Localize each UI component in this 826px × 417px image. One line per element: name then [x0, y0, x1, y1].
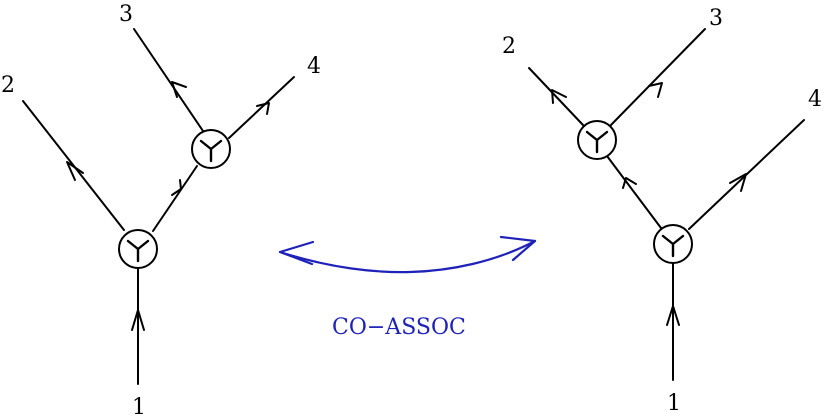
right-label-output-c: 4	[808, 87, 822, 112]
left-label-output-b: 3	[119, 2, 133, 27]
left-label-output-a: 2	[1, 73, 15, 98]
right-edge-output-4	[688, 119, 805, 230]
coassoc-label: CO−ASSOC	[332, 315, 466, 340]
right-edge-internal	[606, 155, 662, 229]
right-label-output-a: 2	[502, 34, 516, 59]
left-label-output-c: 4	[307, 54, 321, 79]
right-edge-input	[666, 262, 680, 381]
left-tree: 1 2 3 4	[1, 2, 321, 417]
right-lower-vertex	[653, 224, 693, 264]
left-edge-output-4	[228, 76, 295, 139]
right-tree: 1 2 3 4	[502, 6, 822, 416]
trivalent-vertex-icon	[126, 239, 150, 263]
left-upper-vertex	[191, 129, 231, 169]
left-edge-output-2	[22, 100, 125, 231]
left-lower-vertex	[118, 229, 158, 269]
right-edge-output-3	[609, 28, 706, 127]
trivalent-vertex-icon	[199, 139, 223, 163]
left-edge-internal	[152, 165, 198, 232]
trivalent-vertex-icon	[585, 130, 609, 154]
double-headed-curved-arrow	[278, 235, 537, 274]
right-edge-output-2	[528, 67, 584, 126]
trivalent-vertex-icon	[661, 234, 685, 258]
right-label-input: 1	[667, 391, 681, 416]
left-label-input: 1	[132, 395, 146, 417]
coassoc-relation: CO−ASSOC	[278, 235, 537, 340]
right-label-output-b: 3	[709, 6, 723, 31]
right-upper-vertex	[577, 120, 617, 160]
left-edge-output-3	[133, 28, 204, 132]
left-edge-input	[131, 267, 145, 385]
